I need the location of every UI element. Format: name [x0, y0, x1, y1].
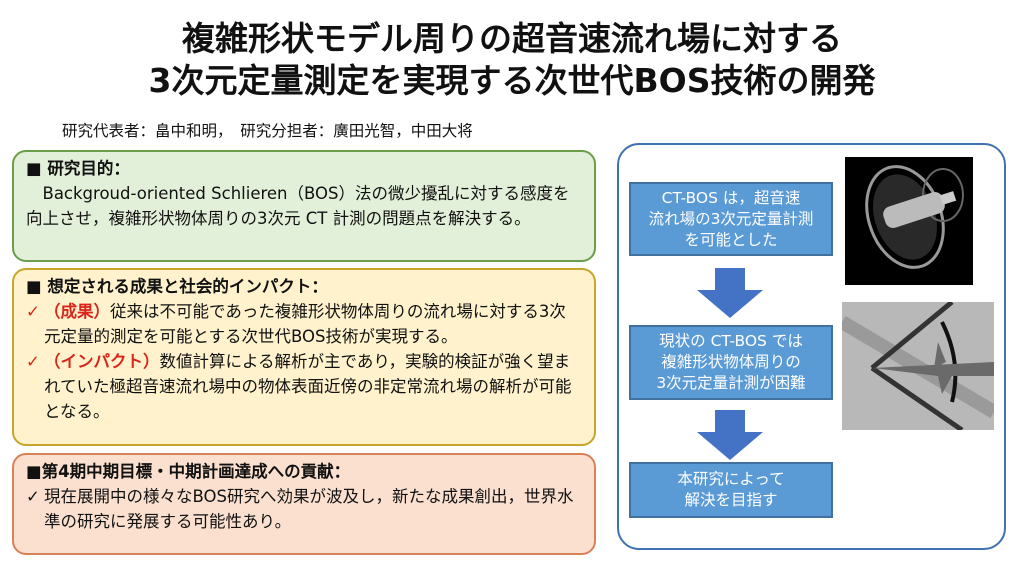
- goal-heading: ■ 研究目的：: [26, 159, 130, 178]
- impact-tag: （成果）: [44, 302, 110, 321]
- flow-panel: [617, 143, 1006, 550]
- flow-step-1: CT-BOS は，超音速 流れ場の3次元定量計測 を可能とした: [629, 182, 833, 256]
- ct-reconstruction-image: [845, 157, 973, 285]
- flow-step-3: 本研究によって 解決を目指す: [629, 462, 833, 518]
- down-arrow-icon: [697, 268, 763, 318]
- impact-heading: ■ 想定される成果と社会的インパクト：: [26, 277, 328, 296]
- title-line-1: 複雑形状モデル周りの超音速流れ場に対する: [182, 19, 842, 58]
- impact-item: ✓ （インパクト）数値計算による解析が主であり，実験的検証が強く望まれていた極超…: [26, 349, 582, 424]
- research-goal-box: ■ 研究目的： Backgroud-oriented Schlieren（BOS…: [12, 150, 596, 262]
- check-icon: ✓: [26, 352, 40, 371]
- title-line-2: 3次元定量測定を実現する次世代BOS技術の開発: [148, 61, 876, 100]
- down-arrow-icon: [697, 410, 763, 460]
- contrib-heading: ■第4期中期目標・中期計画達成への貢献：: [26, 462, 351, 481]
- check-icon: ✓: [26, 487, 40, 506]
- impact-box: ■ 想定される成果と社会的インパクト： ✓ （成果）従来は不可能であった複雑形状…: [12, 268, 596, 446]
- goal-body: Backgroud-oriented Schlieren（BOS）法の微少擾乱に…: [26, 184, 570, 228]
- schlieren-image: [842, 302, 994, 430]
- impact-tag: （インパクト）: [44, 352, 160, 371]
- contrib-item: ✓ 現在展開中の様々なBOS研究へ効果が波及し，新たな成果創出，世界水準の研究に…: [26, 484, 582, 534]
- authors: 研究代表者：畠中和明， 研究分担者：廣田光智，中田大将: [62, 122, 473, 140]
- contribution-box: ■第4期中期目標・中期計画達成への貢献： ✓ 現在展開中の様々なBOS研究へ効果…: [12, 453, 596, 555]
- impact-item: ✓ （成果）従来は不可能であった複雑形状物体周りの流れ場に対する3次元定量的測定…: [26, 299, 582, 349]
- impact-text: 数値計算による解析が主であり，実験的検証が強く望まれていた極超音速流れ場中の物体…: [44, 352, 572, 421]
- impact-text: 従来は不可能であった複雑形状物体周りの流れ場に対する3次元定量的測定を可能とする…: [44, 302, 566, 346]
- flow-step-2: 現状の CT-BOS では 複雑形状物体周りの 3次元定量計測が困難: [629, 325, 833, 400]
- check-icon: ✓: [26, 302, 40, 321]
- contrib-text: 現在展開中の様々なBOS研究へ効果が波及し，新たな成果創出，世界水準の研究に発展…: [44, 487, 574, 531]
